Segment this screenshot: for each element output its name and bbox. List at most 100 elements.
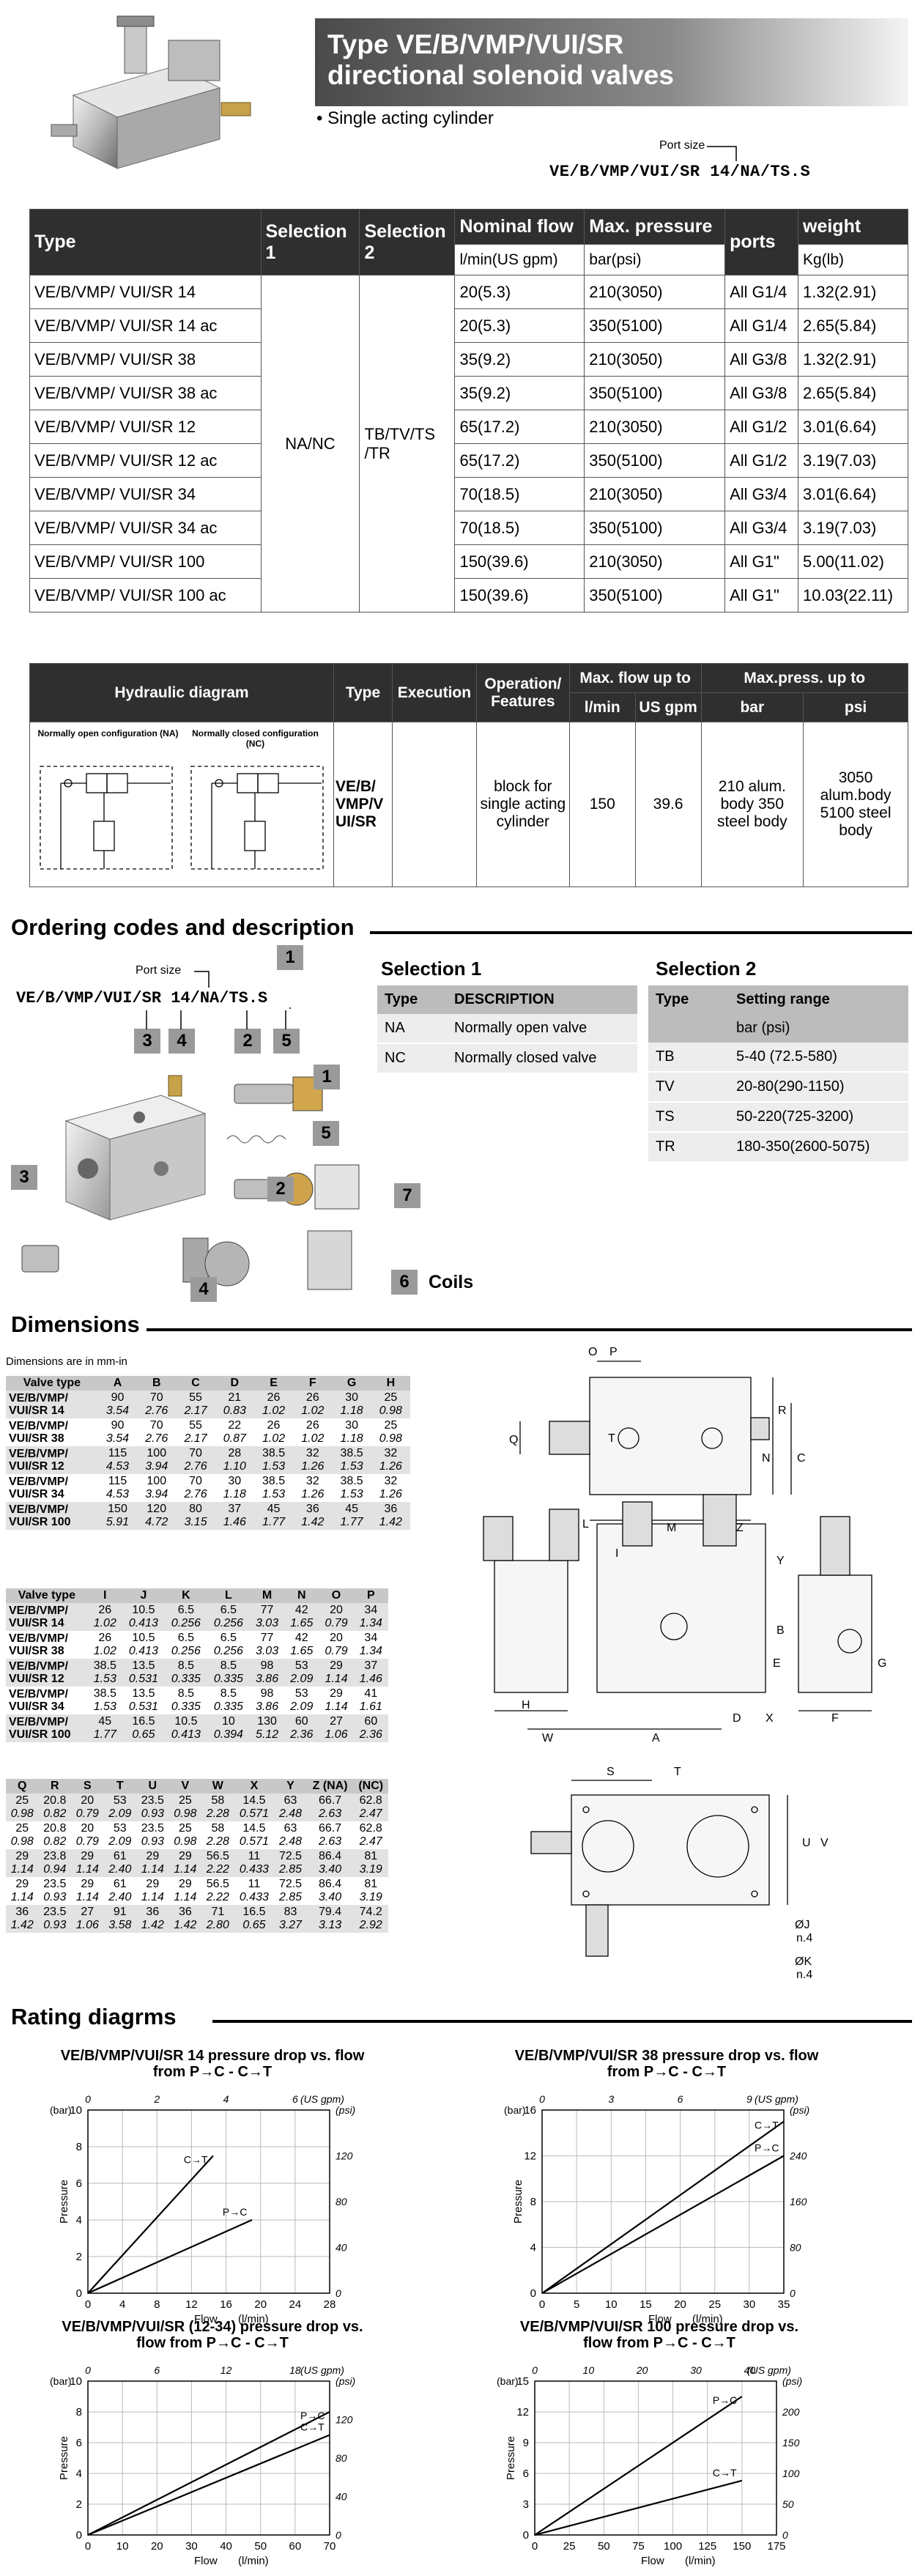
plot-frame xyxy=(87,2109,330,2294)
spec-table: Type Selection 1 Selection 2 Nominal flo… xyxy=(29,208,908,612)
series-line xyxy=(534,2396,743,2536)
dim-mm: 6.5 xyxy=(220,1632,237,1644)
x-tick-label: 25 xyxy=(563,2540,576,2553)
dim-in: 0.65 xyxy=(242,1919,266,1931)
sel2-h-range: Setting range xyxy=(729,985,908,1014)
dim-mm: 29 xyxy=(178,1878,192,1890)
hydraulic-diagram-cell: Normally open configuration (NA) Normall… xyxy=(29,722,334,887)
dim-in: 5.91 xyxy=(105,1516,130,1528)
x-tick-label: 70 xyxy=(324,2540,336,2553)
header-h-type: Type xyxy=(333,663,393,722)
dim-in: 1.34 xyxy=(359,1617,382,1629)
y-unit: (bar) xyxy=(50,2375,72,2387)
dim-in: 1.02 xyxy=(301,1432,325,1445)
y-tick-label: 10 xyxy=(70,2375,82,2388)
dim-in: 1.65 xyxy=(290,1617,314,1629)
dim-in: 1.26 xyxy=(379,1488,402,1500)
ordering-port-size-label: Port size xyxy=(136,964,182,977)
dim-in: 3.03 xyxy=(255,1617,279,1629)
dim-mm: 23.5 xyxy=(141,1822,164,1835)
spec-cell: 3.19(7.03) xyxy=(798,443,908,478)
dim-mm: 10.5 xyxy=(174,1715,198,1728)
dim-row-label: VE/B/VMP/VUI/SR 34 xyxy=(6,1474,98,1502)
dim-row-label: VE/B/VMP/VUI/SR 12 xyxy=(6,1659,88,1687)
header-sel2: Selection 2 xyxy=(359,209,456,275)
callout-leaders xyxy=(146,1007,291,1029)
dim-mm: 16.5 xyxy=(132,1715,155,1728)
spec-cell: All G1" xyxy=(724,544,798,579)
sel2-type: TR xyxy=(648,1132,729,1163)
dim-in: 2.22 xyxy=(206,1863,229,1876)
callout-2: 2 xyxy=(234,1029,261,1054)
x-axis-label: Flow xyxy=(641,2555,664,2567)
dim-mm: 13.5 xyxy=(132,1687,155,1700)
dim-in: 2.63 xyxy=(319,1835,342,1848)
dim-header: J xyxy=(122,1588,165,1603)
sel2-range: 180-350(2600-5075) xyxy=(729,1132,908,1163)
dim-row-label-1: VE/B/VMP/ xyxy=(9,1660,68,1673)
y-tick-label: 6 xyxy=(76,2177,82,2190)
chart1-title: VE/B/VMP/VUI/SR 14 pressure drop vs. flo… xyxy=(60,2048,365,2080)
selection1-title: Selection 1 xyxy=(381,958,482,980)
header-lmin: l/min xyxy=(568,692,636,722)
header-execution: Execution xyxy=(391,663,477,722)
dim-header: T xyxy=(103,1779,137,1794)
header-hydraulic-diagram: Hydraulic diagram xyxy=(29,663,334,722)
spec-cell: 3.01(6.64) xyxy=(798,477,908,511)
spec-cell: 1.32(2.91) xyxy=(798,275,908,309)
x-tick-label: 20 xyxy=(674,2298,686,2311)
y-tick-label: 0 xyxy=(76,2287,82,2300)
dim-mm: 38.5 xyxy=(262,1447,286,1459)
dim-mm: 29 xyxy=(178,1850,192,1862)
y-unit: (bar) xyxy=(497,2375,519,2387)
dim-mm: 10.5 xyxy=(132,1632,155,1644)
dim-in: 2.47 xyxy=(359,1807,382,1820)
dim-in: 2.47 xyxy=(359,1835,382,1848)
sel1-type: NA xyxy=(377,1014,447,1044)
dim-mm: 36 xyxy=(146,1906,160,1918)
right-tick-label: 120 xyxy=(336,2414,353,2426)
dim-in: 4.53 xyxy=(105,1460,130,1473)
y-tick-label: 4 xyxy=(530,2242,536,2254)
selection2-title: Selection 2 xyxy=(656,958,757,980)
spec-sel1-cell: NA/NC xyxy=(260,275,360,612)
dim-header: X xyxy=(234,1779,275,1794)
header-maxpress: Max.press. up to xyxy=(700,663,908,693)
hydraulic-table: Hydraulic diagram Type Execution Operati… xyxy=(29,663,908,887)
x-unit: (l/min) xyxy=(685,2555,716,2567)
dim-row-label-2: VUI/SR 34 xyxy=(9,1488,64,1500)
dim-mm: 29 xyxy=(330,1687,343,1700)
dim-in: 0.256 xyxy=(213,1617,243,1629)
dim-mm: 38.5 xyxy=(262,1475,286,1487)
top-tick-label: 30 xyxy=(690,2364,702,2376)
dim-in: 2.80 xyxy=(206,1919,229,1931)
dim-mm: 58 xyxy=(211,1822,225,1835)
dim-mm: 90 xyxy=(111,1391,125,1404)
sel1-desc: Normally open valve xyxy=(447,1014,637,1044)
dim-mm: 74.2 xyxy=(359,1906,382,1918)
dim-header: B xyxy=(137,1376,177,1391)
callout-5: 5 xyxy=(273,1029,300,1054)
y-axis-label: Pressure xyxy=(512,2180,524,2224)
spec-type-cell: VE/B/VMP/ VUI/SR 34 ac xyxy=(29,511,262,545)
dim-mm: 6.5 xyxy=(177,1632,195,1644)
